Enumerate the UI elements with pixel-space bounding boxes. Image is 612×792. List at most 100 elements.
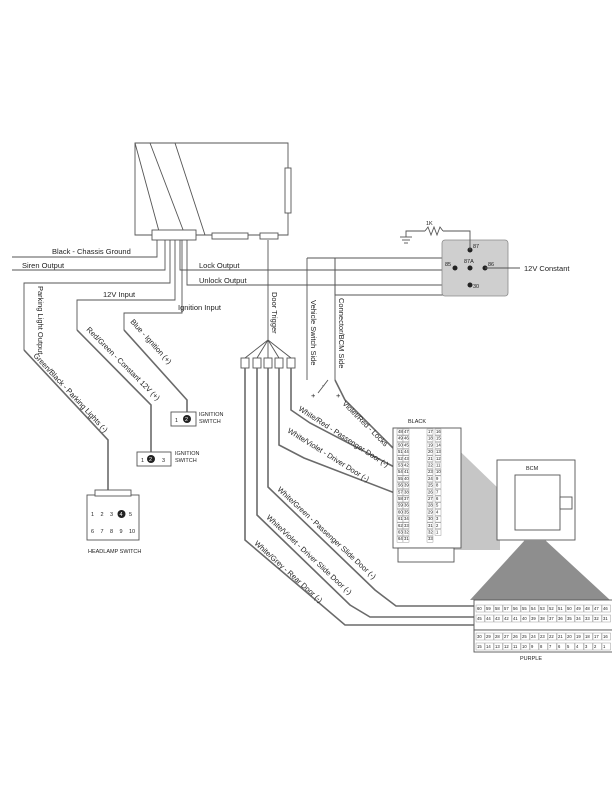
purple-connector-pin: 53	[540, 606, 545, 611]
purple-connector-pin: 59	[486, 606, 491, 611]
headlamp-pin-marker	[117, 510, 126, 518]
black-connector-cell	[426, 475, 434, 483]
black-connector-cell	[434, 502, 442, 509]
purple-connector-cell	[565, 614, 575, 623]
headlamp-pin: 10	[129, 529, 135, 535]
black-connector-pin: 63	[398, 530, 403, 535]
purple-connector-pin: 5	[567, 644, 570, 649]
long-wires	[23, 329, 515, 626]
purple-connector-pin: 33	[585, 616, 590, 621]
black-connector-pin: 33	[428, 536, 433, 541]
black-connector-pin: 41	[404, 469, 409, 474]
purple-connector-cell	[529, 642, 539, 651]
purple-connector-pin: 55	[522, 606, 527, 611]
black-connector-cell	[434, 455, 442, 462]
black-connector-cell	[434, 509, 442, 516]
black-connector-pin: 55	[398, 476, 403, 481]
headlamp-pin: 2	[101, 512, 104, 518]
purple-connector-cell	[556, 642, 566, 651]
black-connector-pin: 40	[404, 476, 409, 481]
purple-connector-pin: 43	[495, 616, 500, 621]
purple-connector-cell	[538, 604, 548, 613]
rotated-labels: Parking Light Output Door Trigger Vehicl…	[32, 286, 391, 605]
purple-connector-cell	[493, 632, 503, 641]
purple-connector-pin: 50	[567, 606, 572, 611]
purple-connector-cell	[592, 614, 602, 623]
black-connector-cell	[402, 509, 410, 516]
purple-connector-cell	[565, 632, 575, 641]
purple-connector-pin: 31	[603, 616, 608, 621]
black-connector-cell	[402, 428, 410, 436]
purple-connector-cell	[529, 632, 539, 641]
black-connector-pin: 32	[404, 530, 409, 535]
black-connector-cell	[434, 475, 442, 483]
purple-connector-pin: 17	[594, 634, 599, 639]
black-connector-pin: 7	[436, 489, 439, 494]
purple-connector-pin: 52	[549, 606, 554, 611]
purple-connector-pin: 41	[513, 616, 518, 621]
black-connector-pin: 30	[428, 516, 433, 521]
purple-connector-cell	[529, 604, 539, 613]
purple-connector-cell	[565, 604, 575, 613]
black-connector-cell	[426, 448, 434, 456]
black-connector-cell	[402, 482, 410, 489]
label-parking-light-output: Parking Light Output	[36, 286, 45, 355]
black-connector-cell	[426, 462, 434, 469]
black-connector: BLACK 4849505152535455565758596061626364…	[392, 419, 462, 563]
alarm-module	[134, 142, 292, 241]
black-connector-pin: 61	[398, 516, 403, 521]
black-connector-pin: 5	[436, 503, 439, 508]
black-connector-pin: 64	[398, 536, 403, 541]
black-connector-pin: 16	[436, 429, 441, 434]
purple-connector-pin: 34	[576, 616, 581, 621]
black-connector-pin: 37	[404, 496, 409, 501]
black-connector-cell	[402, 522, 410, 529]
black-connector-pin: 31	[428, 523, 433, 528]
purple-connector-cell	[484, 642, 494, 651]
black-connector-cell	[402, 448, 410, 456]
purple-connector-cell	[601, 632, 611, 641]
black-connector-pin: 9	[436, 476, 439, 481]
black-connector-cell	[402, 495, 410, 503]
purple-connector-pin: 54	[531, 606, 536, 611]
black-connector-cell	[434, 529, 442, 536]
black-connector-pin: 23	[428, 469, 433, 474]
purple-connector-pin: 39	[531, 616, 536, 621]
black-connector-cell	[402, 469, 410, 476]
purple-connector-cell	[484, 632, 494, 641]
ignition-switch-2: 1 2 3 IGNITION SWITCH	[136, 451, 199, 467]
purple-connector-pin: 1	[603, 644, 606, 649]
purple-connector-cell	[475, 614, 485, 623]
headlamp-pin: 4	[120, 512, 123, 518]
black-connector-cell	[434, 442, 442, 449]
black-connector-pin: 17	[428, 429, 433, 434]
black-connector-pin: 32	[428, 530, 433, 535]
purple-connector-pin: 23	[540, 634, 545, 639]
black-connector-pin: 29	[428, 509, 433, 514]
relay-pin-85: 85	[445, 262, 451, 268]
purple-connector-cell	[601, 604, 611, 613]
label-12v-input: 12V Input	[103, 290, 136, 299]
black-connector-cell	[426, 536, 434, 543]
black-connector-pin: 3	[436, 516, 439, 521]
black-connector-cell	[402, 502, 410, 509]
purple-connector-cell	[547, 614, 557, 623]
black-connector-pin: 19	[428, 442, 433, 447]
purple-connector-cell	[511, 604, 521, 613]
purple-connector-cell	[565, 642, 575, 651]
ign1-pin-1: 1	[175, 418, 178, 424]
purple-connector-pin: 40	[522, 616, 527, 621]
black-connector-cell	[434, 522, 442, 529]
ignition-switch-1: 1 2 IGNITION SWITCH	[170, 411, 223, 427]
label-12v-constant: 12V Constant	[524, 264, 570, 273]
ign2-title: IGNITION	[175, 451, 199, 457]
black-connector-pin: 50	[398, 442, 403, 447]
purple-connector-cell	[556, 604, 566, 613]
black-connector-cell	[402, 515, 410, 523]
black-connector-pin: 56	[398, 483, 403, 488]
purple-connector-pin: 60	[477, 606, 482, 611]
purple-connector-pin: 32	[594, 616, 599, 621]
purple-connector-pin: 42	[504, 616, 509, 621]
